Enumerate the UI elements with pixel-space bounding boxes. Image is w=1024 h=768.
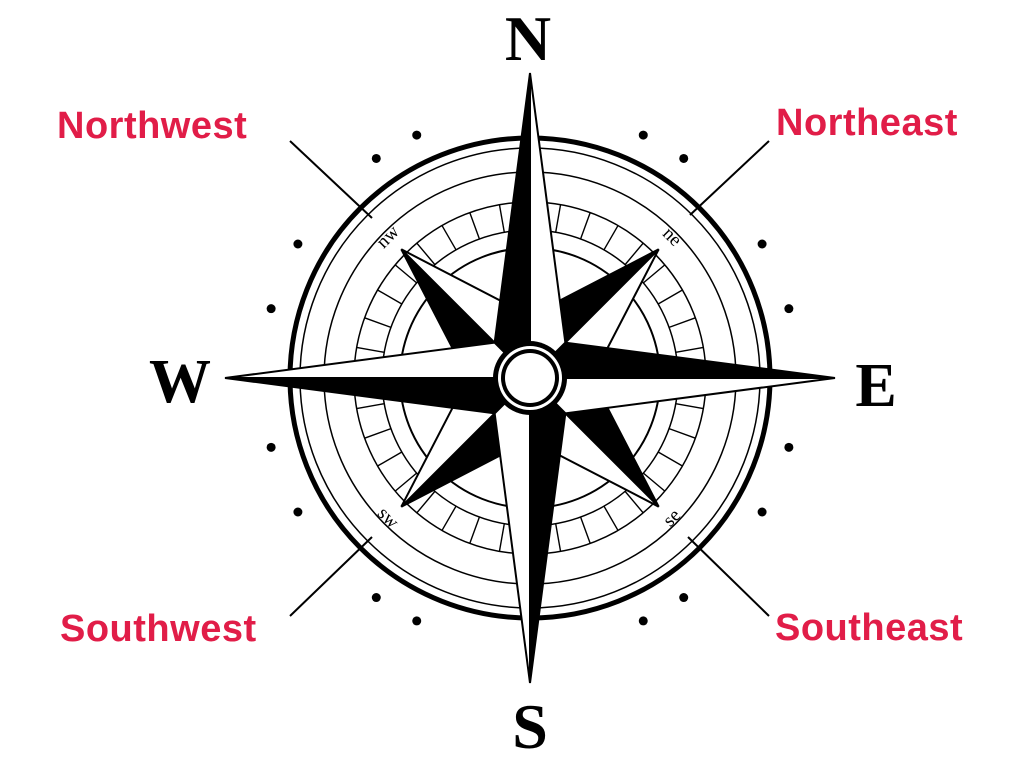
tick-mark xyxy=(555,523,562,552)
cardinal-star-point xyxy=(224,377,533,415)
tick-mark xyxy=(642,472,666,492)
tick-mark xyxy=(469,212,481,240)
tick-mark xyxy=(356,346,385,353)
bezel-dot xyxy=(638,616,648,626)
tick-mark xyxy=(416,242,436,266)
tick-mark xyxy=(675,346,704,353)
tick-mark xyxy=(377,289,403,305)
southeast-leader xyxy=(687,536,770,617)
tick-mark xyxy=(377,451,403,467)
bezel-dot xyxy=(757,507,767,517)
tick-mark xyxy=(469,516,481,544)
bezel-dot xyxy=(412,130,422,140)
cardinal-star-point xyxy=(529,375,567,684)
hub-center xyxy=(505,353,555,403)
tick-mark xyxy=(642,264,666,284)
tick-mark xyxy=(356,403,385,410)
bezel-dot xyxy=(266,304,276,314)
center-hub xyxy=(493,341,567,415)
tick-mark xyxy=(498,523,505,552)
tick-mark xyxy=(394,472,418,492)
tick-mark xyxy=(675,403,704,410)
tick-mark xyxy=(657,451,683,467)
west-label: W xyxy=(149,348,211,416)
tick-mark xyxy=(441,225,457,251)
northeast-callout: Northeast xyxy=(776,102,958,144)
southwest-callout: Southwest xyxy=(60,608,257,650)
cardinal-star-point xyxy=(493,72,531,381)
bezel-dot xyxy=(293,507,303,517)
tick-mark xyxy=(498,204,505,233)
ne-ring-label: ne xyxy=(658,223,686,251)
bezel-dot xyxy=(679,153,689,163)
southwest-leader xyxy=(289,536,373,617)
outer-dot-ring xyxy=(266,130,794,626)
tick-mark xyxy=(441,505,457,531)
cardinal-star-point xyxy=(527,341,836,379)
bezel-dot xyxy=(784,442,794,452)
tick-mark xyxy=(394,264,418,284)
nw-ring-label: nw xyxy=(372,221,403,252)
northwest-callout: Northwest xyxy=(57,105,248,147)
cardinal-star-point xyxy=(224,341,533,379)
bezel-dot xyxy=(293,239,303,249)
degree-ticks xyxy=(354,202,706,554)
southeast-callout: Southeast xyxy=(775,607,964,649)
tick-mark xyxy=(668,427,696,439)
northeast-leader xyxy=(689,140,770,216)
tick-mark xyxy=(657,289,683,305)
tick-mark xyxy=(555,204,562,233)
tick-mark xyxy=(364,427,392,439)
sw-ring-label: sw xyxy=(373,503,403,533)
bezel-dot xyxy=(371,593,381,603)
tick-mark xyxy=(624,242,644,266)
tick-mark xyxy=(579,212,591,240)
bezel-dot xyxy=(679,593,689,603)
tick-mark xyxy=(668,317,696,329)
east-label: E xyxy=(855,352,896,420)
bezel-dot xyxy=(757,239,767,249)
cardinal-star-point xyxy=(493,375,531,684)
se-ring-label: se xyxy=(659,505,685,531)
tick-mark xyxy=(624,490,644,514)
bezel-dot xyxy=(638,130,648,140)
cardinal-star-point xyxy=(529,72,567,381)
callout-leader-lines xyxy=(289,140,770,617)
cardinal-star-point xyxy=(527,377,836,415)
tick-mark xyxy=(603,505,619,531)
bezel-dot xyxy=(412,616,422,626)
northwest-leader xyxy=(289,140,373,219)
tick-mark xyxy=(579,516,591,544)
bezel-dot xyxy=(266,442,276,452)
south-label: S xyxy=(512,691,548,762)
tick-mark xyxy=(364,317,392,329)
tick-mark xyxy=(603,225,619,251)
cardinal-star-points xyxy=(224,72,836,684)
north-label: N xyxy=(505,3,551,74)
tick-mark xyxy=(416,490,436,514)
bezel-dot xyxy=(371,153,381,163)
bezel-dot xyxy=(784,304,794,314)
